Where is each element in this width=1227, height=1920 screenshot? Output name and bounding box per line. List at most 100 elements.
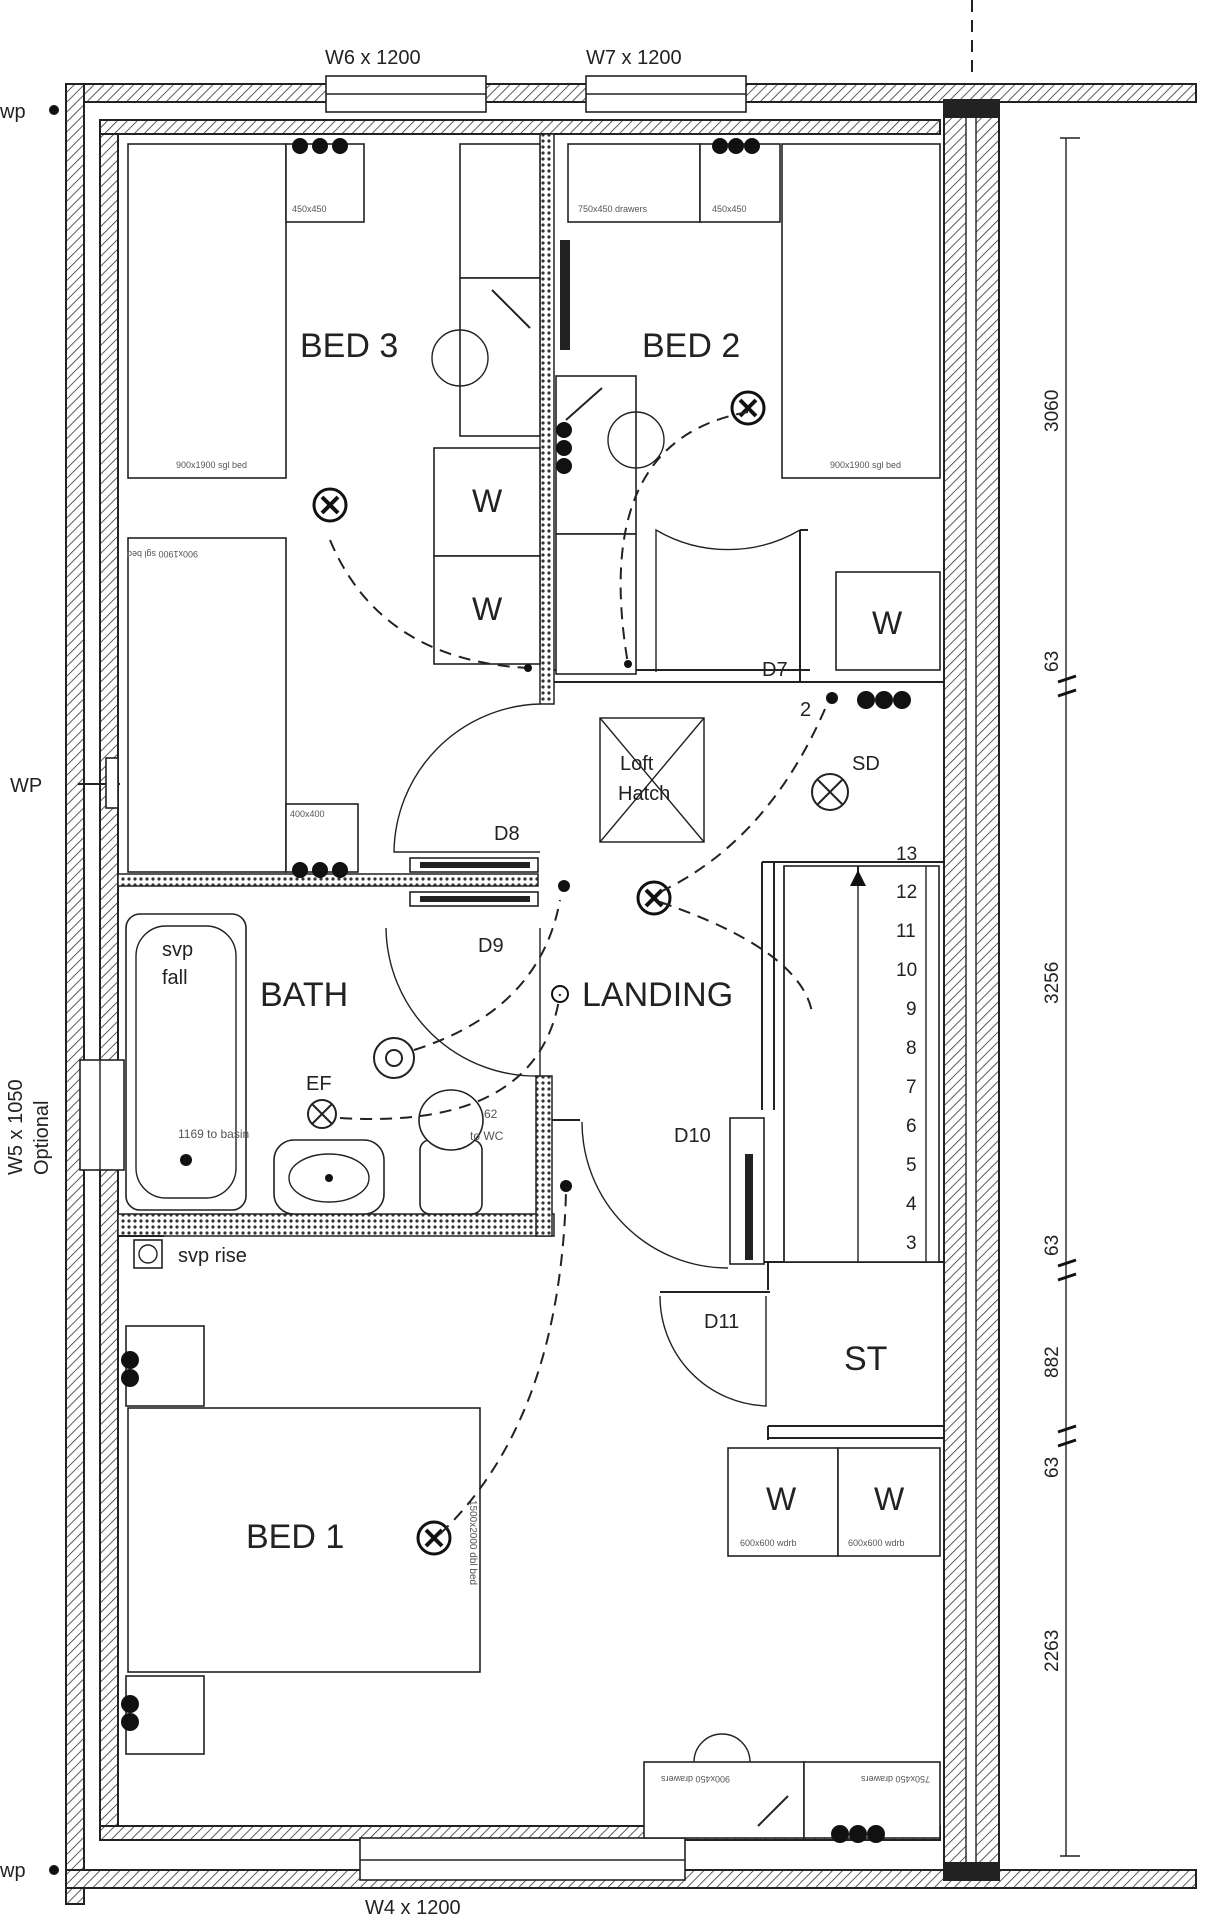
door-d11-label: D11 — [704, 1311, 739, 1333]
door-d10-label: D10 — [674, 1125, 711, 1147]
window-w7-label: W7 x 1200 — [586, 47, 682, 69]
bed1-wardrobe-1 — [727, 1447, 839, 1557]
bed3-bedside-bottom-note: 400x400 — [290, 809, 325, 819]
bed1-drawers-1 — [643, 1761, 805, 1839]
room-label-bed3: BED 3 — [300, 327, 398, 365]
bed3-furniture: 900x1900 sgl bed 900x1900 sgl bed 450x45… — [127, 138, 541, 878]
switch-count: 2 — [800, 699, 811, 721]
bed3-bedside-top — [285, 143, 365, 223]
bed2-furniture: 750x450 drawers 450x450 900x1900 sgl bed… — [555, 138, 941, 675]
window-w6-label: W6 x 1200 — [325, 47, 421, 69]
svp-fall-label-2: fall — [162, 967, 188, 989]
internal-walls — [117, 133, 944, 1440]
door-d7-label: D7 — [762, 659, 788, 681]
bed2-drawers-side — [555, 375, 637, 535]
door-d9-label: D9 — [478, 935, 504, 957]
wc-note-1: 62 — [484, 1107, 498, 1121]
bed3-bed-note: 900x1900 sgl bed — [176, 460, 247, 470]
pipe-label-mid: WP — [10, 775, 42, 797]
stair-step: 12 — [896, 882, 917, 903]
bed2-bedside-note: 450x450 — [712, 204, 747, 214]
room-label-landing: LANDING — [582, 976, 733, 1014]
bed3-single-bed-2 — [127, 537, 287, 873]
bed3-bed2-note: 900x1900 sgl bed — [127, 549, 198, 559]
basin-note: 1169 to basin — [178, 1127, 249, 1141]
bed3-wardrobe-1-label: W — [472, 483, 503, 519]
bathroom-fixtures: svp fall 1169 to basin 62 to WC EF svp r… — [125, 899, 561, 1269]
dimension-label: 3256 — [1042, 962, 1063, 1004]
bed2-wardrobe-side — [555, 533, 637, 675]
stair-step: 6 — [906, 1116, 917, 1137]
stair-step: 3 — [906, 1233, 917, 1254]
bed1-wardrobe-1-label: W — [766, 1481, 797, 1517]
bed2-wardrobe — [835, 571, 941, 671]
dimension-chain: 3060 63 3256 63 882 63 2263 — [971, 0, 1080, 1857]
bed2-bed-note: 900x1900 sgl bed — [830, 460, 901, 470]
pipe-label-top: wp — [0, 101, 26, 123]
bed2-drawers — [567, 143, 701, 223]
dimension-label: 882 — [1042, 1346, 1063, 1378]
dimension-label: 63 — [1042, 651, 1063, 672]
pipe-label-bottom: wp — [0, 1860, 26, 1882]
bed3-single-bed-1 — [127, 143, 287, 479]
pipe-marker-bottom: wp — [0, 1860, 59, 1882]
loft-hatch-label-2: Hatch — [618, 783, 670, 805]
stair-step: 9 — [906, 999, 917, 1020]
bed3-bedside-bottom — [285, 803, 359, 873]
stair-step: 10 — [896, 960, 917, 981]
extractor-fan-label: EF — [306, 1073, 332, 1095]
bed1-drawers-2-note: 750x450 drawers — [860, 1774, 930, 1784]
bed1-bed-note: 1500x2000 dbl bed — [467, 1500, 478, 1585]
bed1-drawers-1-note: 900x450 drawers — [660, 1774, 730, 1784]
stair-step-labels: 13 12 11 10 9 8 7 6 5 4 3 — [896, 844, 917, 1254]
room-label-bed2: BED 2 — [642, 327, 740, 365]
svp-fall-label-1: svp — [162, 939, 193, 961]
dimension-label: 3060 — [1042, 390, 1063, 432]
bed1-bedside-top — [125, 1325, 205, 1407]
svp-rise-label: svp rise — [178, 1245, 247, 1267]
pipe-marker-top: wp — [0, 101, 59, 123]
window-w4: W4 x 1200 — [359, 1837, 686, 1919]
window-w6: W6 x 1200 — [325, 47, 487, 113]
stair-step: 5 — [906, 1155, 917, 1176]
bed1-furniture: 1500x2000 dbl bed W W 600x600 wdrb 600x6… — [121, 1191, 941, 1843]
room-label-store: ST — [844, 1340, 887, 1378]
doors: D7 D8 D9 D10 D11 — [385, 528, 801, 1407]
stair-step: 11 — [896, 921, 916, 942]
stair-step: 8 — [906, 1038, 917, 1059]
dimension-label: 63 — [1042, 1235, 1063, 1256]
pipe-marker-mid: WP — [10, 757, 120, 809]
staircase — [783, 865, 940, 1263]
bed2-bedside — [699, 143, 781, 223]
stair-step: 13 — [896, 844, 917, 865]
bathtub — [125, 913, 247, 1211]
bed3-wardrobe-2 — [433, 555, 541, 665]
window-w7: W7 x 1200 — [585, 47, 747, 113]
room-label-bed1: BED 1 — [246, 1518, 344, 1556]
bed1-wardrobe-2-label: W — [874, 1481, 905, 1517]
stair-step: 7 — [906, 1077, 917, 1098]
bed3-drawers-mid — [459, 277, 541, 437]
bed2-wardrobe-label: W — [872, 605, 903, 641]
stair-step: 4 — [906, 1194, 917, 1215]
wc-note-2: to WC — [470, 1129, 504, 1143]
dimension-label: 2263 — [1042, 1630, 1063, 1672]
dimension-label: 63 — [1042, 1457, 1063, 1478]
loft-hatch-label-1: Loft — [620, 753, 654, 775]
bed1-wardrobe-1-note: 600x600 wdrb — [740, 1538, 797, 1548]
bed2-drawers-note: 750x450 drawers — [578, 204, 648, 214]
landing-fixtures: Loft Hatch SD 2 — [551, 691, 911, 1013]
bed3-wardrobe-2-label: W — [472, 591, 503, 627]
door-d8-label: D8 — [494, 823, 520, 845]
bed2-single-bed — [781, 143, 941, 479]
outer-walls — [65, 83, 1197, 1905]
smoke-detector-label: SD — [852, 753, 880, 775]
room-label-bath: BATH — [260, 976, 348, 1014]
window-w5: W5 x 1050 Optional — [5, 1059, 125, 1176]
window-w5-label: W5 x 1050 — [5, 1079, 27, 1175]
window-w5-note: Optional — [31, 1101, 53, 1176]
bed1-bedside-bottom — [125, 1675, 205, 1755]
bed3-wardrobe-1 — [433, 447, 541, 557]
bed1-wardrobe-2-note: 600x600 wdrb — [848, 1538, 905, 1548]
